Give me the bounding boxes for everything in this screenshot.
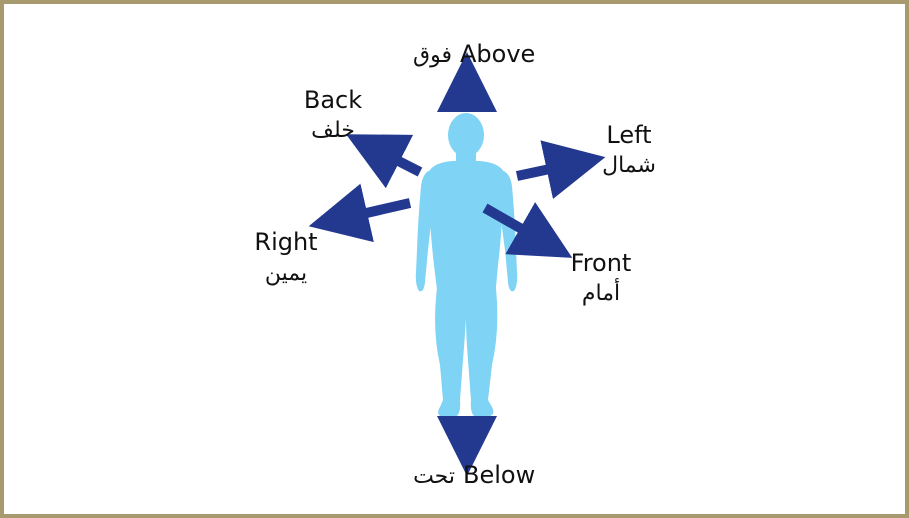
label-right-ar: يمين: [265, 261, 307, 286]
label-left-ar: شمال: [602, 153, 656, 178]
label-left-en: Left: [606, 121, 651, 149]
figure-arm-right: [499, 170, 517, 291]
label-above: Above فوق: [413, 40, 535, 68]
figure-arm-left: [416, 170, 433, 291]
label-below-ar: تحت: [413, 464, 455, 489]
label-front: Front أمام: [571, 249, 632, 306]
label-below-en: Below: [463, 461, 535, 489]
label-front-en: Front: [571, 249, 632, 277]
label-back: Back خلف: [304, 86, 362, 143]
human-figure: [416, 113, 517, 417]
label-back-ar: خلف: [311, 118, 355, 143]
arrow-back: [371, 147, 420, 172]
label-below: Below تحت: [413, 461, 535, 489]
figure-torso: [428, 161, 505, 298]
label-above-en: Above: [460, 40, 535, 68]
label-left: Left شمال: [602, 121, 656, 178]
label-above-ar: فوق: [413, 43, 452, 68]
figure-legs: [435, 288, 497, 417]
label-back-en: Back: [304, 86, 362, 114]
arrow-left: [517, 163, 578, 176]
label-front-ar: أمام: [582, 278, 620, 306]
arrow-right: [336, 203, 410, 220]
label-right: Right يمين: [254, 228, 317, 286]
label-right-en: Right: [254, 228, 317, 256]
